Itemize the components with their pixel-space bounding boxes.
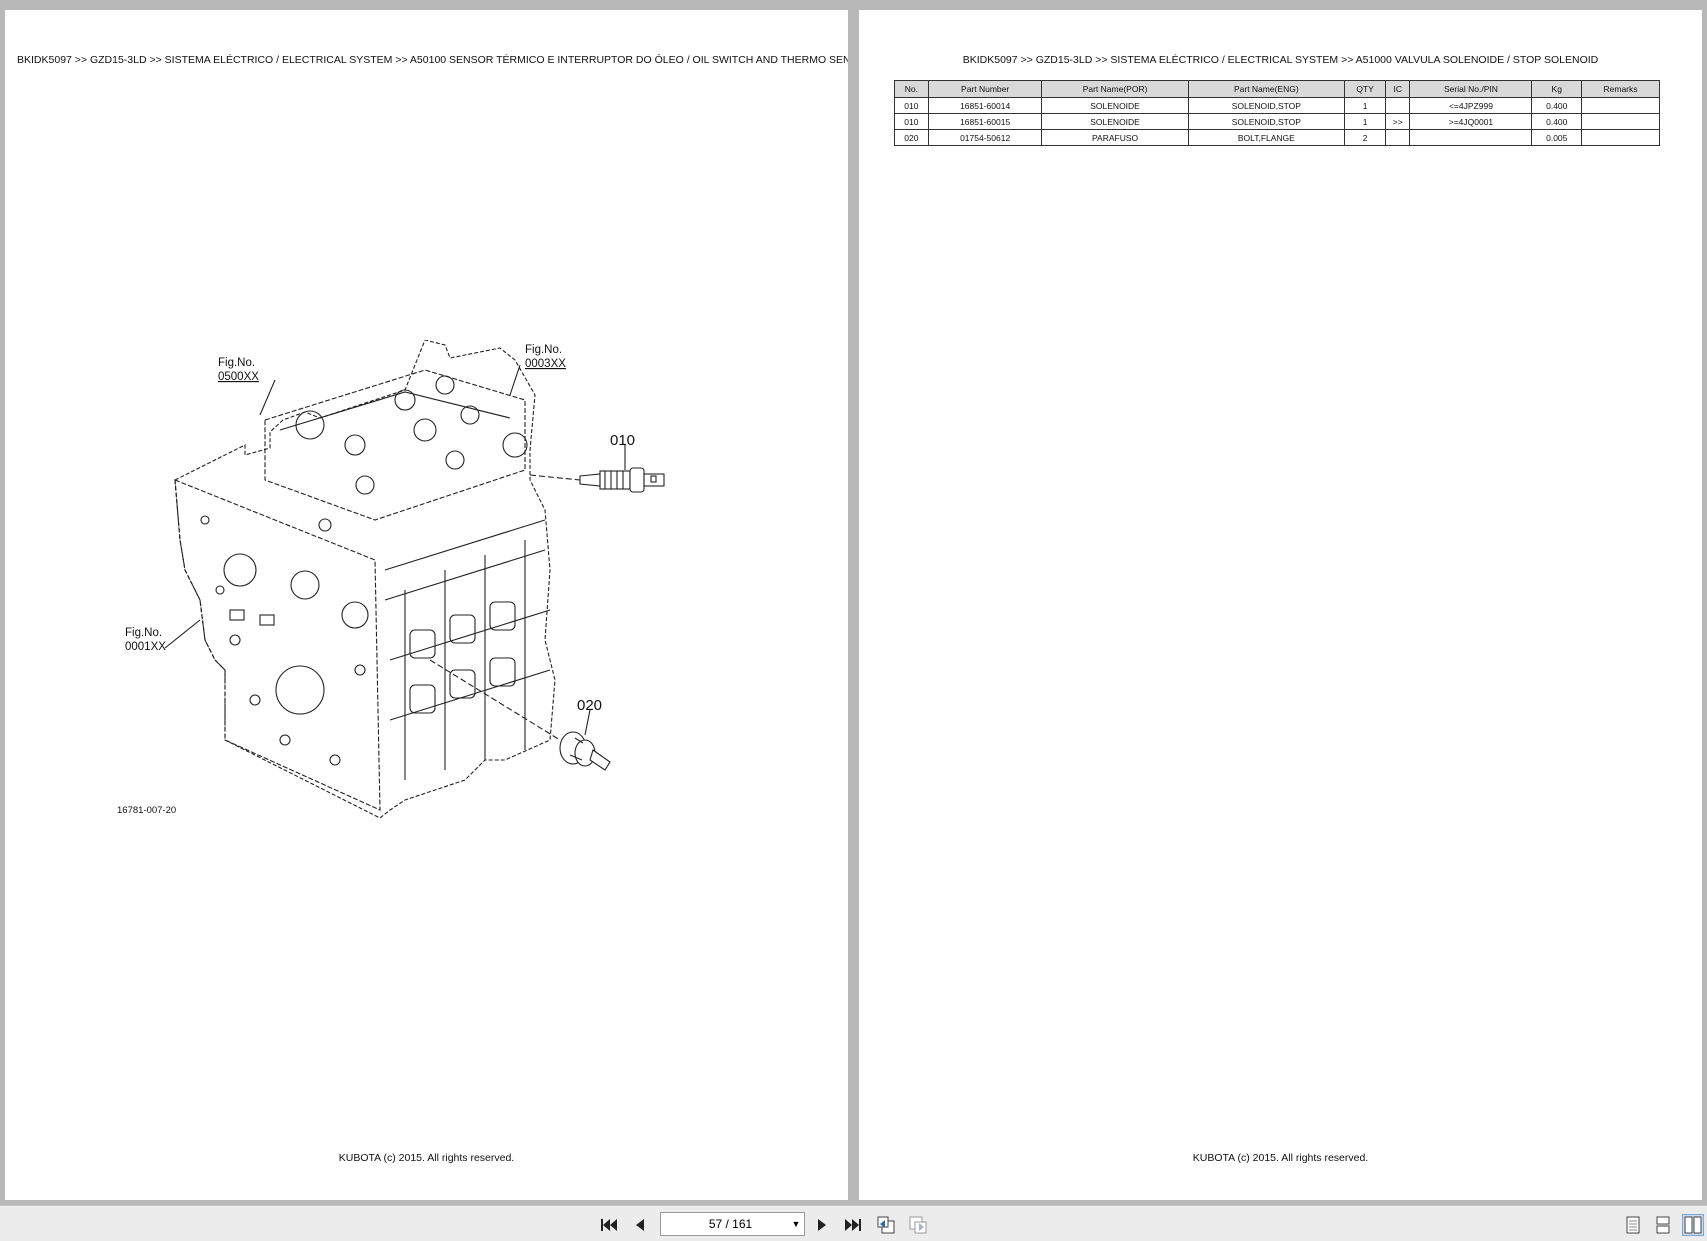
col-header: Serial No./PIN <box>1409 80 1533 98</box>
table-cell: SOLENOIDE <box>1041 97 1189 114</box>
table-cell: SOLENOIDE <box>1041 113 1189 130</box>
callout-020: 020 <box>577 697 602 714</box>
first-page-icon <box>601 1219 617 1231</box>
prev-page-icon <box>636 1219 644 1231</box>
table-cell <box>1581 129 1660 146</box>
col-header: QTY <box>1343 80 1387 98</box>
callout-010: 010 <box>610 432 635 449</box>
table-cell: 16851-60015 <box>927 113 1043 130</box>
page-indicator: 57 / 161 <box>708 1217 753 1231</box>
col-header: Part Name(ENG) <box>1187 80 1346 98</box>
table-row: 020 01754-50612 PARAFUSO BOLT,FLANGE 2 0… <box>894 129 1660 146</box>
table-cell: 1 <box>1343 97 1387 114</box>
last-page-icon <box>845 1219 861 1231</box>
table-cell <box>1409 129 1533 146</box>
table-cell: 0.400 <box>1531 113 1583 130</box>
col-header: IC <box>1385 80 1411 98</box>
table-cell: 0.005 <box>1531 129 1583 146</box>
table-cell: BOLT,FLANGE <box>1187 129 1346 146</box>
continuous-icon <box>1656 1216 1670 1234</box>
copyright-footer: KUBOTA (c) 2015. All rights reserved. <box>1192 1152 1369 1164</box>
col-header: Remarks <box>1581 80 1660 98</box>
table-cell: 16851-60014 <box>927 97 1043 114</box>
table-row: 010 16851-60015 SOLENOIDE SOLENOID,STOP … <box>894 113 1660 130</box>
go-forward-button[interactable] <box>907 1214 929 1236</box>
next-page-icon <box>818 1219 826 1231</box>
fig-ref-0003xx: 0003XX <box>525 358 566 370</box>
page-indicator-field[interactable]: 57 / 161 ▼ <box>660 1212 805 1236</box>
table-cell <box>1385 129 1411 146</box>
table-header-row: No. Part Number Part Name(POR) Part Name… <box>894 80 1660 98</box>
table-cell <box>1581 113 1660 130</box>
go-forward-icon <box>909 1216 927 1234</box>
two-page-button[interactable] <box>1682 1214 1704 1236</box>
single-page-icon <box>1626 1216 1640 1234</box>
col-header: Part Name(POR) <box>1041 80 1189 98</box>
last-page-button[interactable] <box>842 1214 864 1236</box>
table-cell: SOLENOID,STOP <box>1187 97 1346 114</box>
exploded-view-svg: Fig.No. 0500XX Fig.No. 0003XX Fig.No. 00… <box>117 339 665 819</box>
drawing-number: 16781-007-20 <box>117 805 176 816</box>
breadcrumb: BKIDK5097 >> GZD15-3LD >> SISTEMA ELÉCTR… <box>962 54 1599 66</box>
table-cell: >=4JQ0001 <box>1409 113 1533 130</box>
table-cell: 1 <box>1343 113 1387 130</box>
col-header: Part Number <box>927 80 1043 98</box>
parts-table: No. Part Number Part Name(POR) Part Name… <box>894 80 1660 146</box>
table-cell: 0.400 <box>1531 97 1583 114</box>
first-page-button[interactable] <box>598 1214 620 1236</box>
single-page-button[interactable] <box>1622 1214 1644 1236</box>
col-header: No. <box>894 80 929 98</box>
page-left: BKIDK5097 >> GZD15-3LD >> SISTEMA ELÉCTR… <box>5 10 848 1200</box>
table-row: 010 16851-60014 SOLENOIDE SOLENOID,STOP … <box>894 97 1660 114</box>
go-back-icon <box>877 1216 895 1234</box>
page-right: BKIDK5097 >> GZD15-3LD >> SISTEMA ELÉCTR… <box>859 10 1702 1200</box>
next-page-button[interactable] <box>811 1214 833 1236</box>
table-cell: >> <box>1385 113 1411 130</box>
prev-page-button[interactable] <box>629 1214 651 1236</box>
breadcrumb: BKIDK5097 >> GZD15-3LD >> SISTEMA ELÉCTR… <box>17 54 848 66</box>
table-cell: 01754-50612 <box>927 129 1043 146</box>
chevron-down-icon[interactable]: ▼ <box>791 1219 801 1229</box>
table-cell <box>1581 97 1660 114</box>
fig-label-3: Fig.No. <box>125 627 162 639</box>
copyright-footer: KUBOTA (c) 2015. All rights reserved. <box>338 1152 515 1164</box>
table-cell: SOLENOID,STOP <box>1187 113 1346 130</box>
table-cell: <=4JPZ999 <box>1409 97 1533 114</box>
table-cell: 020 <box>894 129 929 146</box>
fig-ref-0001xx: 0001XX <box>125 641 166 653</box>
two-page-icon <box>1684 1216 1702 1234</box>
go-back-button[interactable] <box>875 1214 897 1236</box>
table-cell <box>1385 97 1411 114</box>
fig-label-1: Fig.No. <box>218 357 255 369</box>
col-header: Kg <box>1531 80 1583 98</box>
fig-label-2: Fig.No. <box>525 344 562 356</box>
engine-block-drawing: Fig.No. 0500XX Fig.No. 0003XX Fig.No. 00… <box>105 339 745 900</box>
continuous-button[interactable] <box>1652 1214 1674 1236</box>
table-cell: 010 <box>894 97 929 114</box>
table-cell: 2 <box>1343 129 1387 146</box>
table-cell: 010 <box>894 113 929 130</box>
viewer-toolbar: 57 / 161 ▼ <box>0 1205 1707 1241</box>
fig-ref-0500xx: 0500XX <box>218 371 259 383</box>
table-cell: PARAFUSO <box>1041 129 1189 146</box>
